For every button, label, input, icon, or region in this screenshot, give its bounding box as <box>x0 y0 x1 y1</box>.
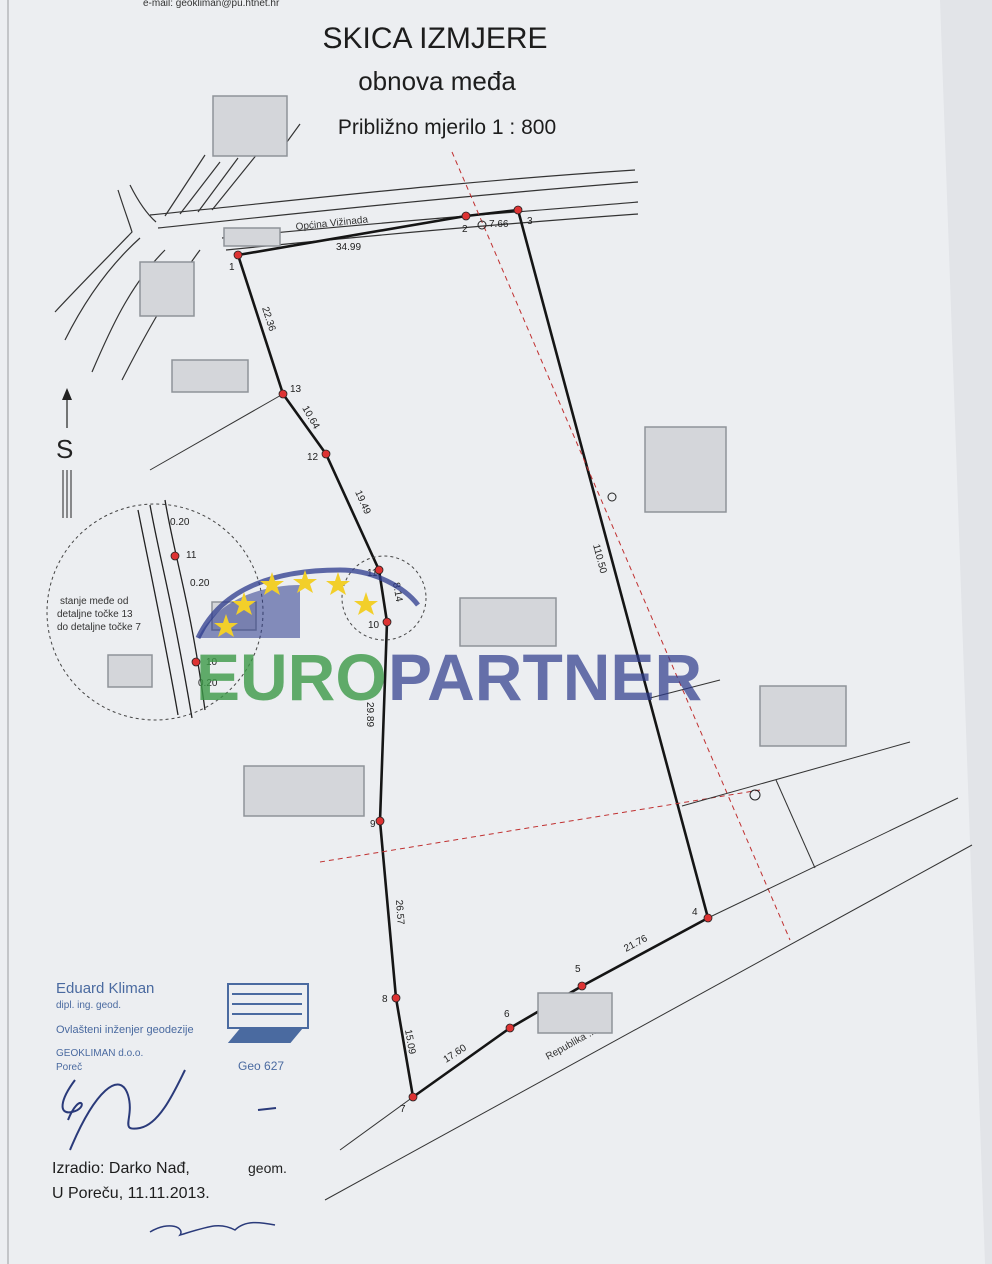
stamp-logo <box>227 983 309 1043</box>
paper-edge-shadow <box>940 0 992 1264</box>
parcel-boundary <box>236 208 710 1099</box>
point-10-label: 10 <box>368 620 380 631</box>
point-12-label: 12 <box>307 452 319 463</box>
detail-boundary <box>137 499 206 719</box>
point-4-label: 4 <box>692 907 698 918</box>
point-1-label: 1 <box>229 262 235 273</box>
point-13-label: 13 <box>290 384 302 395</box>
signature-author <box>149 1221 276 1237</box>
sketch-title: SKICA IZMJERE <box>322 22 547 55</box>
surveyor-stamp: Eduard Kliman dipl. ing. geod. Ovlašteni… <box>56 980 309 1073</box>
point-6-label: 6 <box>504 1009 510 1020</box>
email-fragment: e-mail: geokliman@pu.htnet.hr <box>143 0 280 9</box>
point-3-label: 3 <box>527 216 533 227</box>
point-2-label: 2 <box>462 224 468 235</box>
stamp-city: Poreč <box>56 1062 82 1073</box>
signature-engineer <box>61 1069 277 1151</box>
north-arrow <box>62 388 72 518</box>
stamp-role: Ovlašteni inženjer geodezije <box>56 1024 194 1036</box>
dim-8-7: 15.09 <box>402 1029 417 1056</box>
detail-offset-2: 0.20 <box>190 578 210 589</box>
detail-point-10-label: 10 <box>206 657 218 668</box>
circle-note-3: do detaljne točke 7 <box>57 622 141 633</box>
stamp-name: Eduard Kliman <box>56 980 154 997</box>
watermark-euro: EURO <box>196 640 387 714</box>
watermark-partner: PARTNER <box>388 640 702 714</box>
dim-1-2: 34.99 <box>336 242 361 253</box>
point-markers <box>170 205 713 1102</box>
stamp-degree: dipl. ing. geod. <box>56 1000 121 1011</box>
made-by: Izradio: Darko Nađ, <box>52 1160 190 1177</box>
watermark-stars <box>214 570 378 637</box>
dim-9-8: 26.57 <box>393 899 406 925</box>
neighbour-boundaries <box>149 393 973 1201</box>
point-10-11-circle <box>341 555 427 641</box>
scale-text: Približno mjerilo 1 : 800 <box>338 116 556 139</box>
place-date: U Poreču, 11.11.2013. <box>52 1185 210 1202</box>
point-8-label: 8 <box>382 994 388 1005</box>
point-9-label: 9 <box>370 819 376 830</box>
dim-10-9: 29.89 <box>364 702 375 727</box>
europartner-watermark: EURO PARTNER <box>195 567 702 714</box>
dim-2-3: 7.66 <box>489 219 509 230</box>
circle-note-2: detaljne točke 13 <box>57 609 133 620</box>
detail-point-11-label: 11 <box>186 550 197 561</box>
sketch-subtitle: obnova međa <box>358 66 516 96</box>
stamp-code: Geo 627 <box>238 1059 284 1073</box>
stamp-company: GEOKLIMAN d.o.o. <box>56 1048 143 1059</box>
north-label: S <box>56 434 73 464</box>
made-by-suffix: geom. <box>248 1160 287 1176</box>
point-5-label: 5 <box>575 964 581 975</box>
detail-offset-1: 0.20 <box>170 517 190 528</box>
circle-note-1: stanje međe od <box>60 596 128 607</box>
point-7-label: 7 <box>400 1104 406 1115</box>
detail-offset-3: 0.20 <box>198 678 218 689</box>
dashed-reference-lines <box>319 151 791 941</box>
reference-markers <box>477 220 761 801</box>
